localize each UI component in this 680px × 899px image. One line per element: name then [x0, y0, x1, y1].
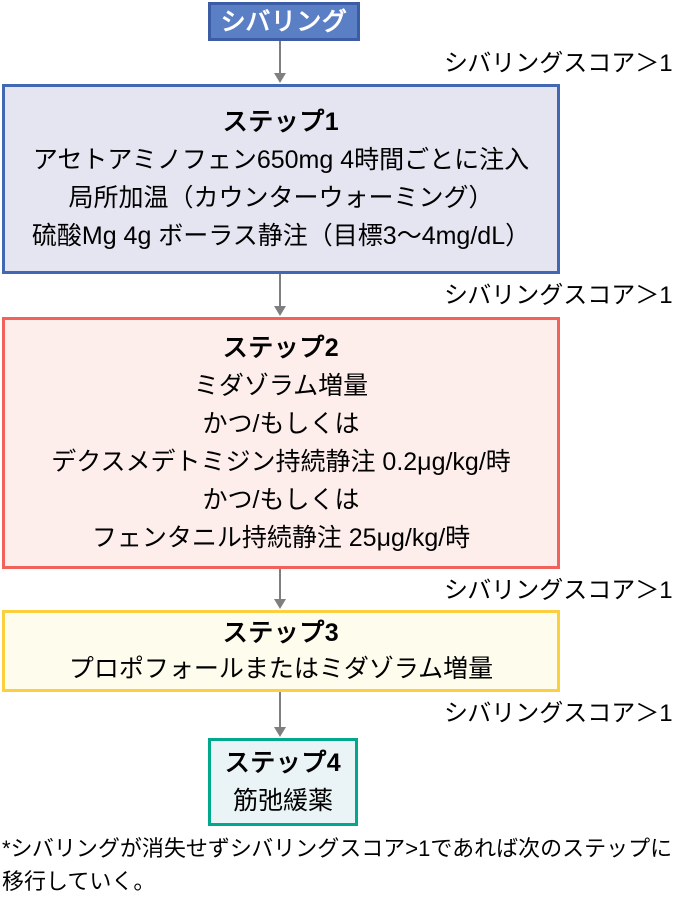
arrow-start-to-step1	[274, 41, 286, 84]
footnote: *シバリングが消失せずシバリングスコア>1であれば次のステップに 移行していく。	[2, 832, 678, 898]
arrow-head-icon	[274, 306, 286, 316]
step-1-title: ステップ1	[222, 107, 340, 136]
transition-label-2: シバリングスコア＞1	[444, 282, 673, 309]
step-1-line-2: 局所加温（カウンターウォーミング）	[68, 183, 494, 212]
arrow-step3-to-step4	[274, 692, 286, 738]
transition-label-3: シバリングスコア＞1	[444, 577, 673, 604]
step-4-title: ステップ4	[224, 749, 342, 777]
footnote-line-1: *シバリングが消失せずシバリングスコア>1であれば次のステップに	[2, 836, 673, 861]
step-3-box: ステップ3 プロポフォールまたはミダゾラム増量	[2, 610, 560, 692]
transition-label-1: シバリングスコア＞1	[444, 50, 673, 77]
step-2-title: ステップ2	[222, 334, 340, 362]
arrow-stem	[279, 692, 281, 728]
step-2-line-2: かつ/もしくは	[202, 410, 360, 438]
arrow-stem	[279, 274, 281, 307]
arrow-head-icon	[274, 599, 286, 609]
step-3-line-1: プロポフォールまたはミダゾラム増量	[68, 655, 494, 683]
step-2-line-3: デクスメデトミジン持続静注 0.2μg/kg/時	[51, 448, 511, 476]
start-node-label: シバリング	[220, 7, 348, 36]
step-4-line-1: 筋弛緩薬	[232, 787, 333, 815]
step-3-title: ステップ3	[222, 619, 340, 647]
footnote-line-2: 移行していく。	[2, 869, 156, 894]
arrow-step1-to-step2	[274, 274, 286, 317]
arrow-head-icon	[274, 727, 286, 737]
step-2-line-4: かつ/もしくは	[202, 486, 360, 514]
step-1-box: ステップ1 アセトアミノフェン650mg 4時間ごとに注入 局所加温（カウンター…	[2, 84, 560, 274]
step-1-line-3: 硫酸Mg 4g ボーラス静注（目標3〜4mg/dL）	[31, 221, 531, 250]
step-2-line-5: フェンタニル持続静注 25μg/kg/時	[91, 524, 471, 552]
step-4-box: ステップ4 筋弛緩薬	[208, 738, 358, 826]
transition-label-4: シバリングスコア＞1	[444, 700, 673, 727]
arrow-head-icon	[274, 73, 286, 83]
step-1-line-1: アセトアミノフェン650mg 4時間ごとに注入	[32, 145, 530, 174]
arrow-step2-to-step3	[274, 569, 286, 610]
arrow-stem	[279, 569, 281, 600]
step-2-box: ステップ2 ミダゾラム増量 かつ/もしくは デクスメデトミジン持続静注 0.2μ…	[2, 317, 560, 569]
start-node-shivering: シバリング	[208, 2, 360, 41]
arrow-stem	[279, 41, 281, 74]
step-2-line-1: ミダゾラム増量	[193, 372, 369, 400]
